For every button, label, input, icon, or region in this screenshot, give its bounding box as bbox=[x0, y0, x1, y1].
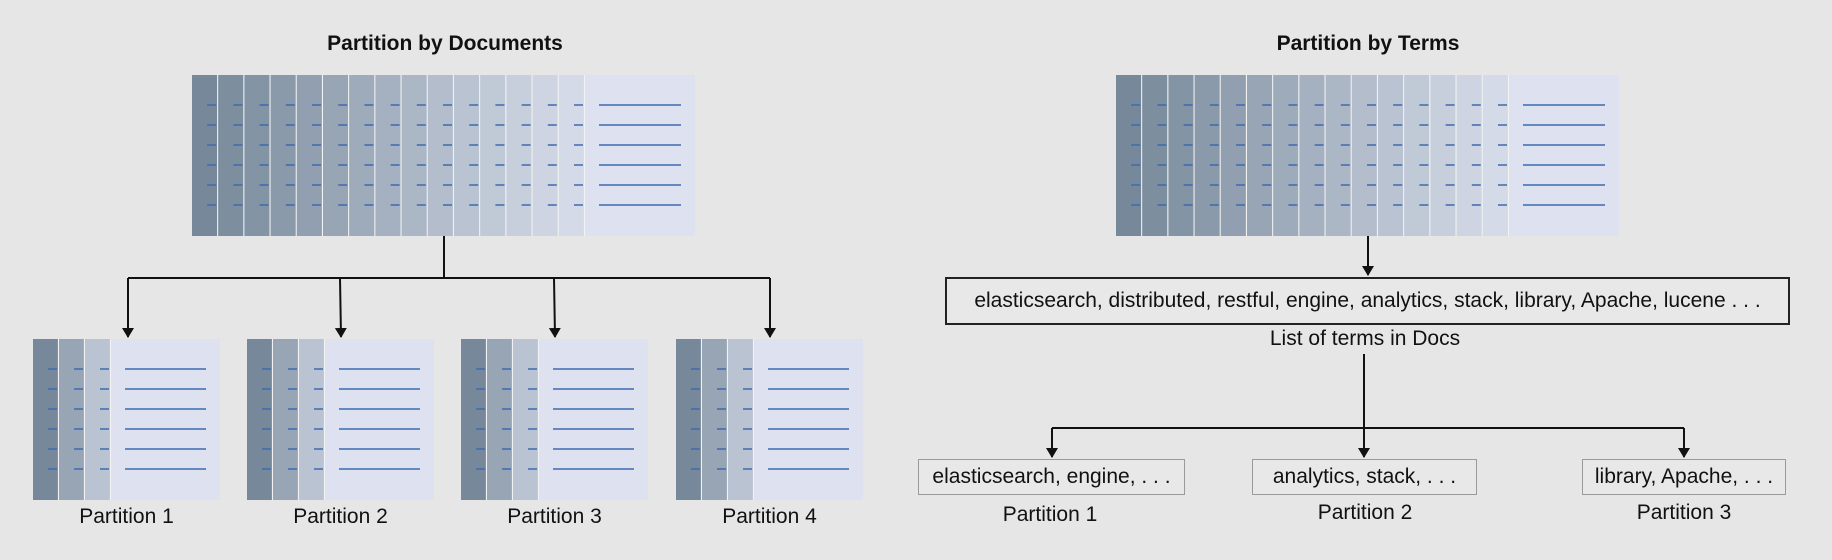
left-partition-2-label: Partition 2 bbox=[293, 505, 388, 528]
stacked-page-edge bbox=[1299, 75, 1326, 236]
stacked-page-edge bbox=[427, 75, 454, 236]
stacked-page-edge bbox=[480, 75, 507, 236]
stacked-page-edge bbox=[85, 339, 111, 500]
front-document-page bbox=[1509, 75, 1619, 236]
right-partition-3-label: Partition 3 bbox=[1636, 501, 1732, 524]
left-partition-3-label: Partition 3 bbox=[507, 505, 602, 528]
document-stack-graphic bbox=[247, 339, 434, 500]
right-tree-arrows bbox=[1046, 236, 1690, 458]
stacked-page-edge bbox=[1142, 75, 1169, 236]
document-stack-graphic bbox=[676, 339, 863, 500]
stacked-page-edge bbox=[1351, 75, 1378, 236]
stacked-page-edge bbox=[1430, 75, 1457, 236]
stacked-page-edge bbox=[349, 75, 376, 236]
stacked-page-edge bbox=[33, 339, 59, 500]
stacked-page-edge bbox=[401, 75, 428, 236]
stacked-page-edge bbox=[461, 339, 487, 500]
stacked-page-edge bbox=[273, 339, 299, 500]
terms-caption: List of terms in Docs bbox=[1269, 327, 1461, 350]
stacked-page-edge bbox=[1404, 75, 1431, 236]
document-stack-graphic bbox=[192, 75, 695, 236]
documents-stack-right bbox=[1116, 75, 1619, 236]
stacked-page-edge bbox=[192, 75, 219, 236]
stacked-page-edge bbox=[218, 75, 245, 236]
stacked-page-edge bbox=[375, 75, 402, 236]
left-partition-1-label: Partition 1 bbox=[79, 505, 174, 528]
partition-4-docs-left bbox=[676, 339, 863, 500]
document-stack-graphic bbox=[1116, 75, 1619, 236]
term-partition-2-box: analytics, stack, . . . bbox=[1252, 459, 1477, 495]
front-document-page bbox=[111, 339, 220, 500]
stacked-page-edge bbox=[676, 339, 702, 500]
stacked-page-edge bbox=[506, 75, 533, 236]
terms-list-box: elasticsearch, distributed, restful, eng… bbox=[945, 277, 1790, 325]
left-title: Partition by Documents bbox=[327, 32, 563, 55]
left-arrow-3 bbox=[548, 277, 561, 338]
stacked-page-edge bbox=[296, 75, 323, 236]
stacked-page-edge bbox=[487, 339, 513, 500]
stacked-page-edge bbox=[1456, 75, 1483, 236]
right-partition-1-label: Partition 1 bbox=[1002, 503, 1098, 526]
term-partition-3-box: library, Apache, . . . bbox=[1582, 459, 1786, 495]
stacked-page-edge bbox=[702, 339, 728, 500]
right-title: Partition by Terms bbox=[1276, 32, 1460, 55]
stacked-page-edge bbox=[247, 339, 273, 500]
stacked-page-edge bbox=[1168, 75, 1195, 236]
document-stack-graphic bbox=[33, 339, 220, 500]
stacked-page-edge bbox=[1273, 75, 1300, 236]
stacked-page-edge bbox=[244, 75, 271, 236]
stacked-page-edge bbox=[1325, 75, 1352, 236]
stacked-page-edge bbox=[323, 75, 350, 236]
right-partition-2-label: Partition 2 bbox=[1317, 501, 1413, 524]
front-document-page bbox=[585, 75, 695, 236]
stacked-page-edge bbox=[558, 75, 585, 236]
front-document-page bbox=[325, 339, 434, 500]
stacked-page-edge bbox=[513, 339, 539, 500]
partition-1-docs-left bbox=[33, 339, 220, 500]
stacked-page-edge bbox=[299, 339, 325, 500]
stacked-page-edge bbox=[1482, 75, 1509, 236]
stacked-page-edge bbox=[59, 339, 85, 500]
front-document-page bbox=[539, 339, 648, 500]
stacked-page-edge bbox=[1194, 75, 1221, 236]
left-tree-arrows bbox=[122, 236, 776, 338]
stacked-page-edge bbox=[532, 75, 559, 236]
stacked-page-edge bbox=[270, 75, 297, 236]
document-stack-graphic bbox=[461, 339, 648, 500]
partition-2-docs-left bbox=[247, 339, 434, 500]
left-partition-4-label: Partition 4 bbox=[722, 505, 817, 528]
stacked-page-edge bbox=[1220, 75, 1247, 236]
stacked-page-edge bbox=[1116, 75, 1143, 236]
stacked-page-edge bbox=[454, 75, 481, 236]
left-arrow-2 bbox=[334, 277, 347, 338]
partition-3-docs-left bbox=[461, 339, 648, 500]
term-partition-1-box: elasticsearch, engine, . . . bbox=[918, 459, 1185, 495]
stacked-page-edge bbox=[1378, 75, 1405, 236]
stacked-page-edge bbox=[1247, 75, 1274, 236]
documents-stack-left bbox=[192, 75, 695, 236]
front-document-page bbox=[754, 339, 863, 500]
stacked-page-edge bbox=[728, 339, 754, 500]
